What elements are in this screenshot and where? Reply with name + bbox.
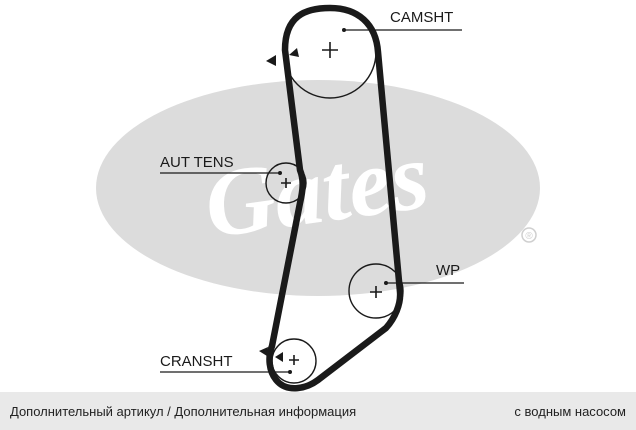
gates-logo-watermark: Gates ® [96, 80, 540, 296]
leader-dots [278, 28, 388, 374]
camshaft-center-mark [322, 42, 338, 58]
camshaft-leader-dot [342, 28, 346, 32]
water-pump-label: WP [436, 262, 460, 279]
crankshaft-center-mark [289, 355, 299, 365]
registered-mark-circle [521, 227, 537, 243]
water-pump-center-mark [370, 286, 382, 298]
timing-belt-diagram: Gates ® [96, 4, 540, 392]
additional-info-label: Дополнительный артикул / Дополнительная … [10, 403, 357, 419]
crankshaft-leader-dot [288, 370, 292, 374]
registered-mark: ® [525, 231, 533, 242]
auto-tensioner-center-mark [281, 178, 291, 188]
camshaft-timing-mark [266, 55, 276, 66]
additional-info-value: с водным насосом [514, 403, 626, 419]
camshaft-timing-mark-pulley [289, 48, 299, 57]
auto-tensioner-leader-dot [278, 171, 282, 175]
water-pump-leader-dot [384, 281, 388, 285]
auto-tensioner-pulley [265, 162, 307, 204]
crankshaft-timing-mark-pulley [275, 352, 283, 362]
crankshaft-label: CRANSHT [160, 353, 233, 370]
info-footer: Дополнительный артикул / Дополнительная … [0, 392, 636, 430]
crankshaft-timing-mark [259, 347, 268, 356]
auto-tensioner-label: AUT TENS [160, 154, 234, 171]
logo-oval [96, 80, 540, 296]
label-leaders [160, 29, 464, 373]
camshaft-label: CAMSHT [390, 9, 453, 26]
timing-belt [266, 4, 404, 392]
